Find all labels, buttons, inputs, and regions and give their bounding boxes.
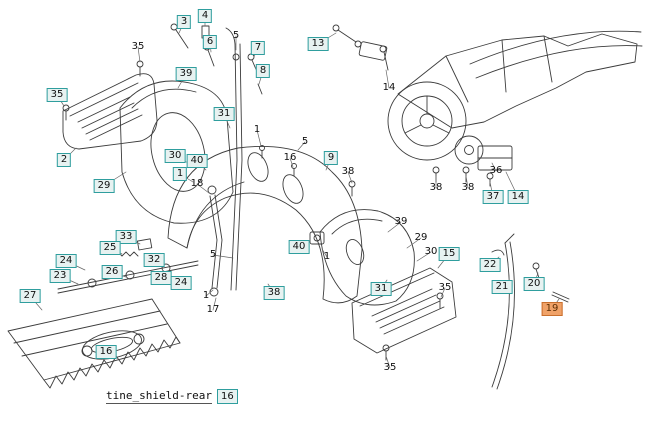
part-callout-16: 16 [283, 152, 297, 163]
part-callout-29[interactable]: 29 [93, 179, 115, 193]
clamp-bracket [309, 231, 325, 245]
part-callout-38: 38 [429, 182, 443, 193]
part-callout-31[interactable]: 31 [213, 107, 235, 121]
leader-line [385, 355, 391, 369]
leader-line [205, 289, 214, 297]
part-callout-26[interactable]: 26 [101, 265, 123, 279]
handle-rod [225, 27, 243, 291]
leader-line [289, 157, 294, 168]
part-callout-35: 35 [438, 282, 452, 293]
leader-line [387, 221, 402, 233]
leader-line [406, 237, 422, 249]
part-callout-36: 36 [489, 165, 503, 176]
leader-line [297, 141, 306, 151]
part-callout-16[interactable]: 16 [95, 345, 117, 359]
link-arms [207, 185, 223, 297]
part-callout-15[interactable]: 15 [438, 247, 460, 261]
part-callout-4[interactable]: 4 [197, 9, 213, 23]
left-fender-shield [119, 80, 234, 224]
caption-text: tine_shield-rear [106, 389, 212, 404]
leader-line [256, 129, 262, 147]
part-callout-27[interactable]: 27 [19, 289, 41, 303]
part-callout-37[interactable]: 37 [482, 190, 504, 204]
part-callout-40[interactable]: 40 [288, 240, 310, 254]
leader-line [212, 297, 217, 311]
leader-line [212, 254, 234, 259]
part-callout-2[interactable]: 2 [56, 153, 72, 167]
axle-rod [57, 238, 199, 294]
part-callout-20[interactable]: 20 [523, 277, 545, 291]
left-vented-shield [62, 73, 158, 150]
part-callout-31[interactable]: 31 [370, 282, 392, 296]
part-callout-38[interactable]: 38 [263, 286, 285, 300]
part-callout-28[interactable]: 28 [150, 271, 172, 285]
part-callout-40[interactable]: 40 [186, 154, 208, 168]
part-callout-5: 5 [209, 249, 217, 260]
part-callout-1: 1 [323, 251, 331, 262]
leader-line [321, 248, 328, 258]
part-callout-3[interactable]: 3 [176, 15, 192, 29]
part-callout-24[interactable]: 24 [55, 254, 77, 268]
part-callout-18: 18 [190, 178, 204, 189]
part-callout-30: 30 [424, 246, 438, 257]
part-callout-38: 38 [461, 182, 475, 193]
leader-line [385, 69, 390, 89]
part-callout-9[interactable]: 9 [323, 151, 339, 165]
part-callout-32[interactable]: 32 [143, 253, 165, 267]
part-callout-19[interactable]: 19 [541, 302, 563, 316]
part-callout-35: 35 [383, 362, 397, 373]
part-callout-24[interactable]: 24 [170, 276, 192, 290]
leader-line [137, 46, 141, 63]
part-callout-17: 17 [206, 304, 220, 315]
leader-line [440, 287, 446, 298]
tiller-chassis [387, 30, 643, 171]
part-callout-14: 14 [382, 82, 396, 93]
part-callout-8[interactable]: 8 [255, 64, 271, 78]
part-callout-7[interactable]: 7 [250, 41, 266, 55]
part-callout-1: 1 [253, 124, 261, 135]
part-callout-21[interactable]: 21 [491, 280, 513, 294]
leader-line [416, 251, 432, 262]
diagram-caption: tine_shield-rear 16 [106, 389, 238, 404]
leader-line [347, 171, 353, 184]
part-callout-25[interactable]: 25 [99, 241, 121, 255]
part-callout-13[interactable]: 13 [307, 37, 329, 51]
serrated-tine-strip [7, 298, 181, 389]
part-callout-35[interactable]: 35 [46, 88, 68, 102]
part-callout-39[interactable]: 39 [175, 67, 197, 81]
right-fender-shield [319, 209, 415, 306]
leader-line [491, 162, 497, 172]
part-callout-22[interactable]: 22 [479, 258, 501, 272]
part-callout-29: 29 [414, 232, 428, 243]
part-callout-14[interactable]: 14 [507, 190, 529, 204]
part-callout-1[interactable]: 1 [172, 167, 188, 181]
part-callout-33[interactable]: 33 [115, 230, 137, 244]
part-callout-6[interactable]: 6 [202, 35, 218, 49]
part-callout-35: 35 [131, 41, 145, 52]
leader-line [196, 183, 210, 194]
part-callout-39: 39 [394, 216, 408, 227]
caption-ref-callout[interactable]: 16 [216, 389, 238, 404]
part-callout-23[interactable]: 23 [49, 269, 71, 283]
part-callout-1: 1 [202, 290, 210, 301]
part-callout-30[interactable]: 30 [164, 149, 186, 163]
part-callout-5: 5 [301, 136, 309, 147]
part-callout-38: 38 [341, 166, 355, 177]
top-hardware [170, 23, 389, 95]
part-callout-5: 5 [232, 30, 240, 41]
leader-line [465, 175, 469, 189]
right-vented-shield [351, 267, 457, 354]
main-tine-shield [167, 145, 363, 304]
